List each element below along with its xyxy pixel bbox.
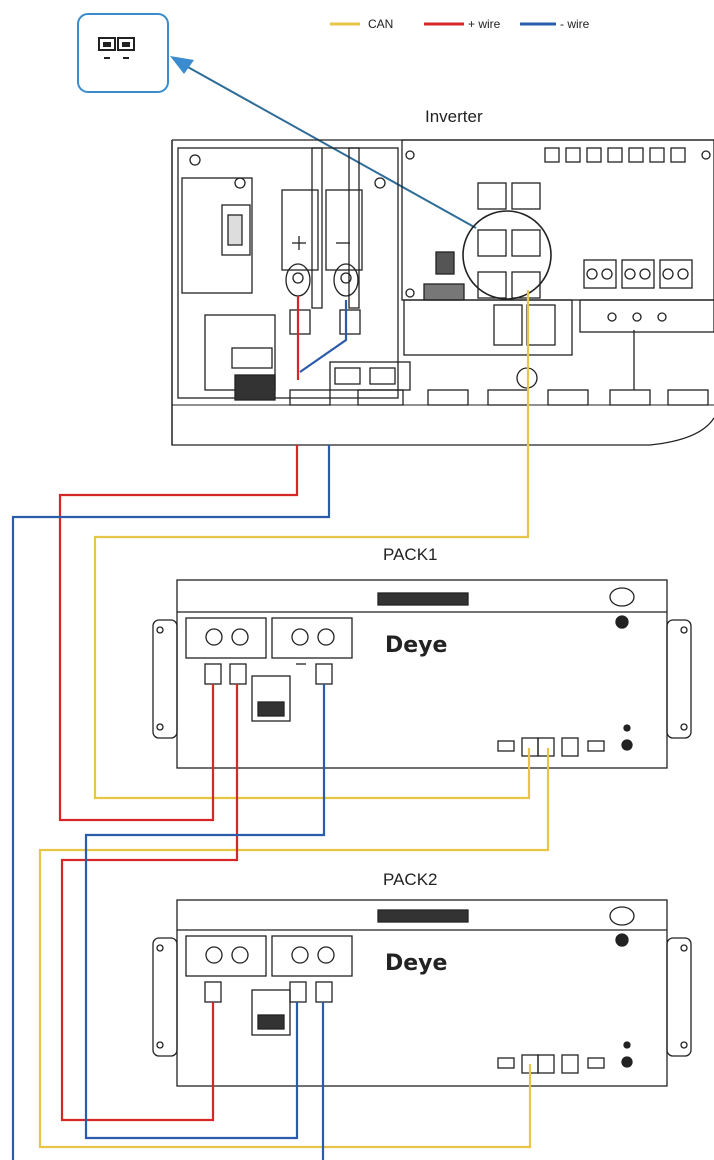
inverter-label: Inverter <box>425 107 483 126</box>
pack2-label: PACK2 <box>383 870 438 889</box>
inverter-body <box>171 139 714 446</box>
pack2-brand-logo: Deye <box>385 951 447 976</box>
callout-pointer-arrow <box>170 56 477 229</box>
can-wires <box>38 290 550 1149</box>
pack1-brand-logo: Deye <box>385 633 447 658</box>
rj45-double-port-icon <box>98 37 135 59</box>
legend-positive-label: + wire <box>468 17 501 31</box>
callout-box <box>77 13 169 93</box>
legend: CAN + wire - wire <box>330 17 590 31</box>
negative-wires <box>11 300 348 1160</box>
positive-wires <box>58 296 300 1122</box>
pack2-battery <box>152 899 692 1087</box>
legend-can-label: CAN <box>368 17 393 31</box>
pack1-battery <box>152 579 692 769</box>
legend-negative-label: - wire <box>560 17 590 31</box>
pack1-label: PACK1 <box>383 545 438 564</box>
